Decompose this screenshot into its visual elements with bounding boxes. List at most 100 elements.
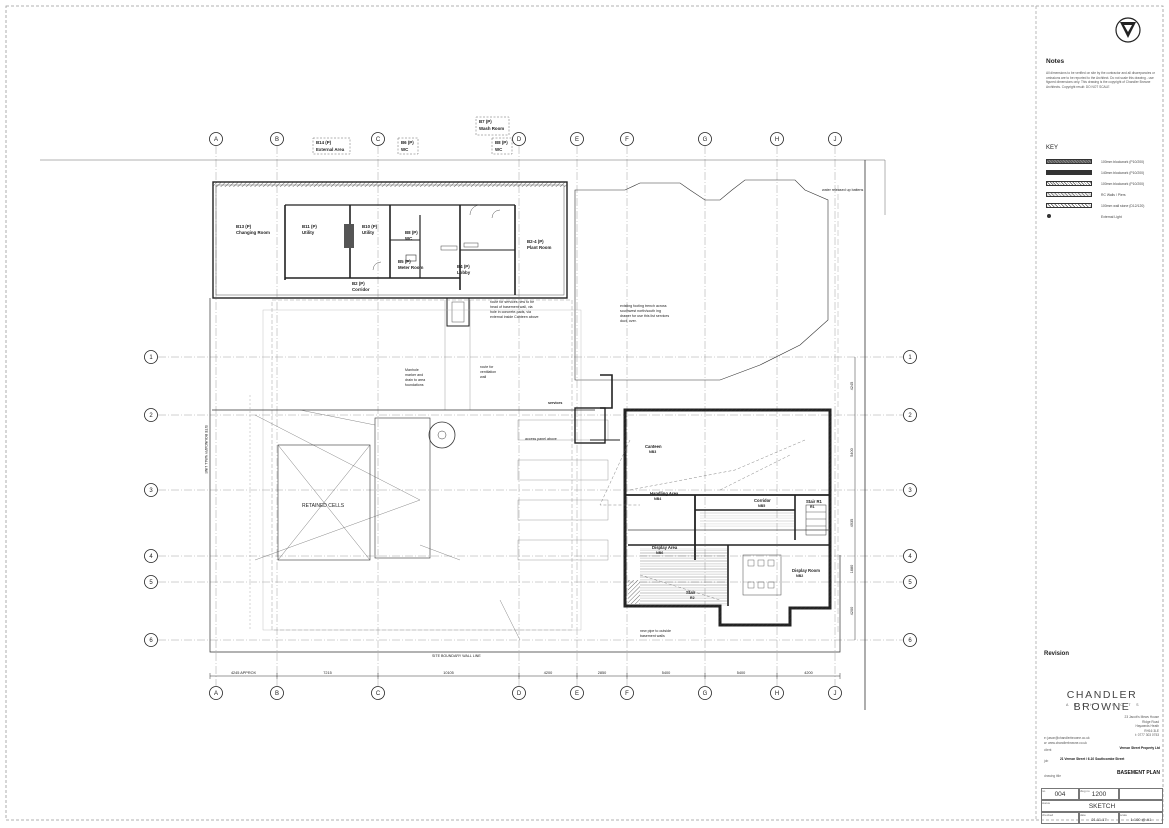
grid-label: 2 [908, 413, 912, 419]
dimension-value: 5400 [737, 671, 745, 675]
grid-bubble-a: A [209, 686, 223, 700]
grid-bubble-1: 1 [144, 350, 158, 364]
grid-label: E [575, 137, 579, 143]
room-name: Plant Room [527, 245, 551, 250]
grid-bubble-f: F [620, 132, 634, 146]
grid-bubble-e: E [570, 132, 584, 146]
room-code: B5 (P) [398, 259, 411, 264]
grid-bubble-c: C [371, 686, 385, 700]
new-space-code: NB6 [656, 551, 663, 555]
annotation-trench-4: duct, over. [620, 319, 637, 323]
landscape-outline [574, 179, 829, 381]
room-name: WC [405, 236, 413, 241]
grid-bubble-g: G [698, 686, 712, 700]
boundary-label: SITE BOUNDARY WALL LINE [432, 654, 481, 658]
grid-bubble-j: J [828, 132, 842, 146]
annotation-trench-1: existing footing trench across [620, 304, 667, 308]
new-basement [574, 374, 832, 627]
grid-bubble-3: 3 [903, 483, 917, 497]
room-code: B2-4 (P) [527, 239, 544, 244]
annotation-manhole-2: marker and [405, 373, 423, 377]
small-label-no: no [1042, 789, 1046, 793]
new-space-name: Stair [686, 590, 696, 595]
grid-bubble-2: 2 [903, 408, 917, 422]
drawing-number: 1200 [1079, 788, 1119, 800]
grid-bubble-4: 4 [903, 549, 917, 563]
job-value: 21 Vernon Street / 6-10 Southcombe Stree… [1060, 757, 1125, 761]
dimension-value: 4200 [804, 671, 812, 675]
grid-bubble-d: D [512, 686, 526, 700]
key-label: External Light [1101, 215, 1122, 219]
dimension-value-vertical: 4935 [850, 519, 854, 527]
key-label: 100mm blockwork (P10/200) [1101, 160, 1145, 164]
grid-label: F [625, 137, 629, 143]
firm-name: CHANDLER BROWNE [1066, 689, 1138, 713]
annotation-route-3: hole in concrete-pads, via [490, 310, 531, 314]
grid-bubble-f: F [620, 686, 634, 700]
address-line: Haywards Heath [1135, 724, 1159, 729]
revision-title: Revision [1044, 651, 1070, 657]
sheet-border [5, 5, 1164, 821]
room-code: B10 (P) [362, 224, 378, 229]
drawing-number-block: 004 1200 SKETCH 21.11.17 1:100 @ A1 no d… [1041, 788, 1163, 828]
annotation-new-pipe-2: basement walls [640, 634, 665, 638]
grid-label: J [834, 691, 837, 697]
grid-label: H [775, 137, 779, 143]
new-space-name: Display Room [792, 568, 820, 573]
grid-label: F [625, 691, 629, 697]
drawing-title-row: drawing title BASEMENT PLAN [1044, 770, 1160, 778]
annotation-route2-3: wall [480, 375, 486, 379]
grid-bubble-g: G [698, 132, 712, 146]
dimension-value-vertical: 4245 [850, 382, 854, 390]
top-room-name: WC [495, 147, 503, 152]
grid-bubble-e: E [570, 686, 584, 700]
grid-label: B [275, 137, 279, 143]
grid-label: 6 [149, 638, 153, 644]
room-name: Utility [302, 230, 315, 235]
annotation-manhole-3: drain to area [405, 378, 425, 382]
annotation-new-pipe-1: new pipe to outside [640, 629, 671, 633]
rev-cell [1119, 788, 1163, 800]
grid-label: 5 [908, 580, 912, 586]
grid-bubble-h: H [770, 686, 784, 700]
key-swatch [1046, 159, 1092, 164]
job-label: job [1044, 759, 1049, 763]
annotation-route-2: head of basement wall, via [490, 305, 533, 309]
new-space-code: R1 [810, 505, 815, 509]
new-space-name: Handling Area [650, 491, 679, 496]
key-swatch [1046, 170, 1092, 175]
annotation-steps: water released up battens [822, 188, 864, 192]
annotation-route2-1: route for [480, 365, 494, 369]
checked-cell [1041, 812, 1079, 824]
top-room-name: Wash Room [479, 126, 504, 131]
retained-cells [277, 444, 371, 561]
drawing-title-value: BASEMENT PLAN [1116, 770, 1160, 776]
top-room-name: WC [401, 147, 409, 152]
annotation-trench-2: southwest north/south ing [620, 309, 661, 313]
room-code: B4 (P) [457, 264, 470, 269]
dimension-value: 4200 [544, 671, 552, 675]
grid-label: D [517, 691, 522, 697]
grid-bubble-h: H [770, 132, 784, 146]
small-label-scale: scale [1120, 813, 1128, 817]
grid-bubble-3: 3 [144, 483, 158, 497]
grid-bubble-4: 4 [144, 549, 158, 563]
client-label: client [1044, 748, 1052, 752]
grid-label: 6 [908, 638, 912, 644]
new-space-name: Corridor [754, 498, 771, 503]
grid-label: 1 [908, 355, 912, 361]
annotation-services: services [548, 401, 562, 405]
grid-bubble-a: A [209, 132, 223, 146]
grid-label: D [517, 137, 522, 143]
grid-label: E [575, 691, 579, 697]
top-room-code: B7 (P) [479, 119, 492, 124]
dimension-value: 4245 APPROX [231, 671, 257, 675]
annotation-trench-3: drawer for use this list services [620, 314, 669, 318]
top-room-name: External Area [316, 147, 345, 152]
north-arrow-icon [1115, 17, 1141, 43]
room-name: Corridor [352, 287, 370, 292]
